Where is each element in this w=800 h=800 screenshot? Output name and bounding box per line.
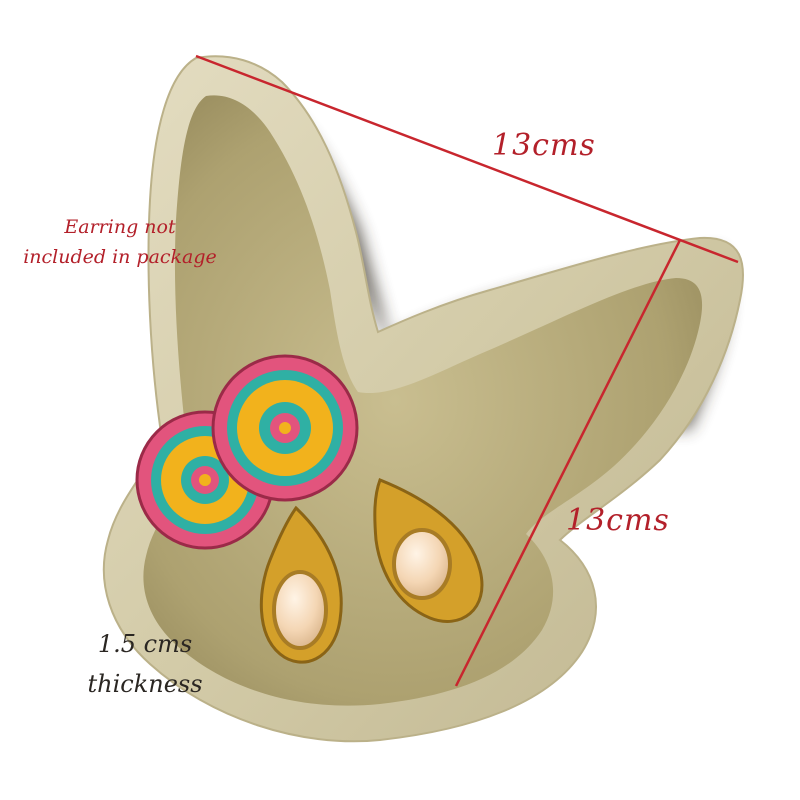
earring-drop-icon [373,478,484,623]
dimension-lines [195,54,739,687]
thickness-note: 1.5 cms thickness [60,624,230,704]
note-line-1: Earring not [64,216,176,238]
earring-not-included-note: Earring not included in package [8,212,232,272]
thickness-value: 1.5 cms [97,630,193,658]
earring-stud-icon [211,354,359,502]
note-line-2: included in package [23,246,217,268]
earring-drop-icon [259,505,343,664]
width-dimension-line [195,54,739,264]
height-dimension-label: 13cms [566,503,670,538]
height-dimension-line [454,239,682,687]
thickness-caption: thickness [87,670,203,698]
width-dimension-label: 13cms [492,128,596,163]
earring-pair [135,354,484,664]
